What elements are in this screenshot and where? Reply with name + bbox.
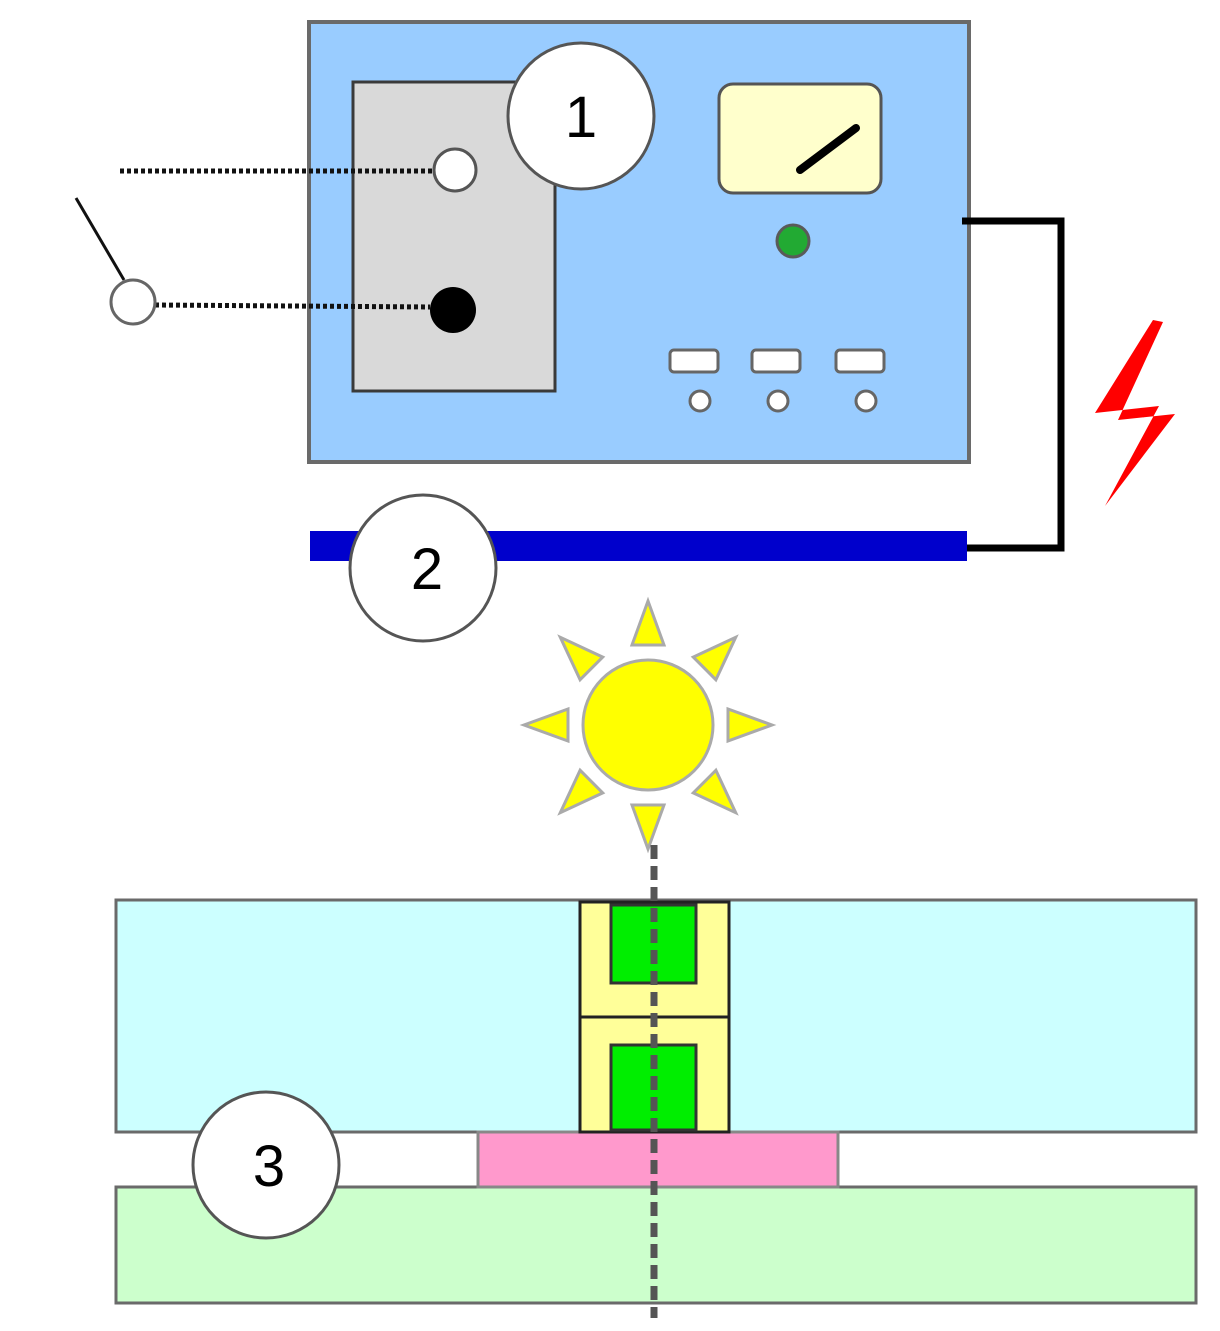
dial-meter-icon	[717, 82, 883, 195]
contact-pad	[476, 1130, 840, 1189]
status-led-icon	[775, 223, 811, 259]
callout-3-label: 3	[253, 1134, 285, 1199]
control-knob[interactable]	[688, 389, 712, 413]
control-button[interactable]	[668, 348, 720, 374]
external-wiring	[74, 168, 1065, 552]
control-buttons	[668, 348, 886, 413]
callout-2-label: 2	[411, 537, 443, 602]
callout-2: 2	[348, 493, 498, 643]
callout-1: 1	[506, 41, 656, 191]
open-switch-icon	[74, 197, 157, 326]
positive-terminal	[432, 147, 478, 193]
sun-icon	[519, 596, 777, 854]
callout-3: 3	[191, 1090, 341, 1240]
negative-terminal	[430, 287, 476, 333]
lightning-bolt-icon	[1095, 320, 1175, 506]
control-button[interactable]	[834, 348, 886, 374]
connection-wire	[962, 217, 1065, 552]
control-knob[interactable]	[766, 389, 790, 413]
dotted-wire-bottom	[154, 302, 431, 310]
control-knob[interactable]	[854, 389, 878, 413]
control-button[interactable]	[750, 348, 802, 374]
callout-1-label: 1	[565, 85, 597, 150]
